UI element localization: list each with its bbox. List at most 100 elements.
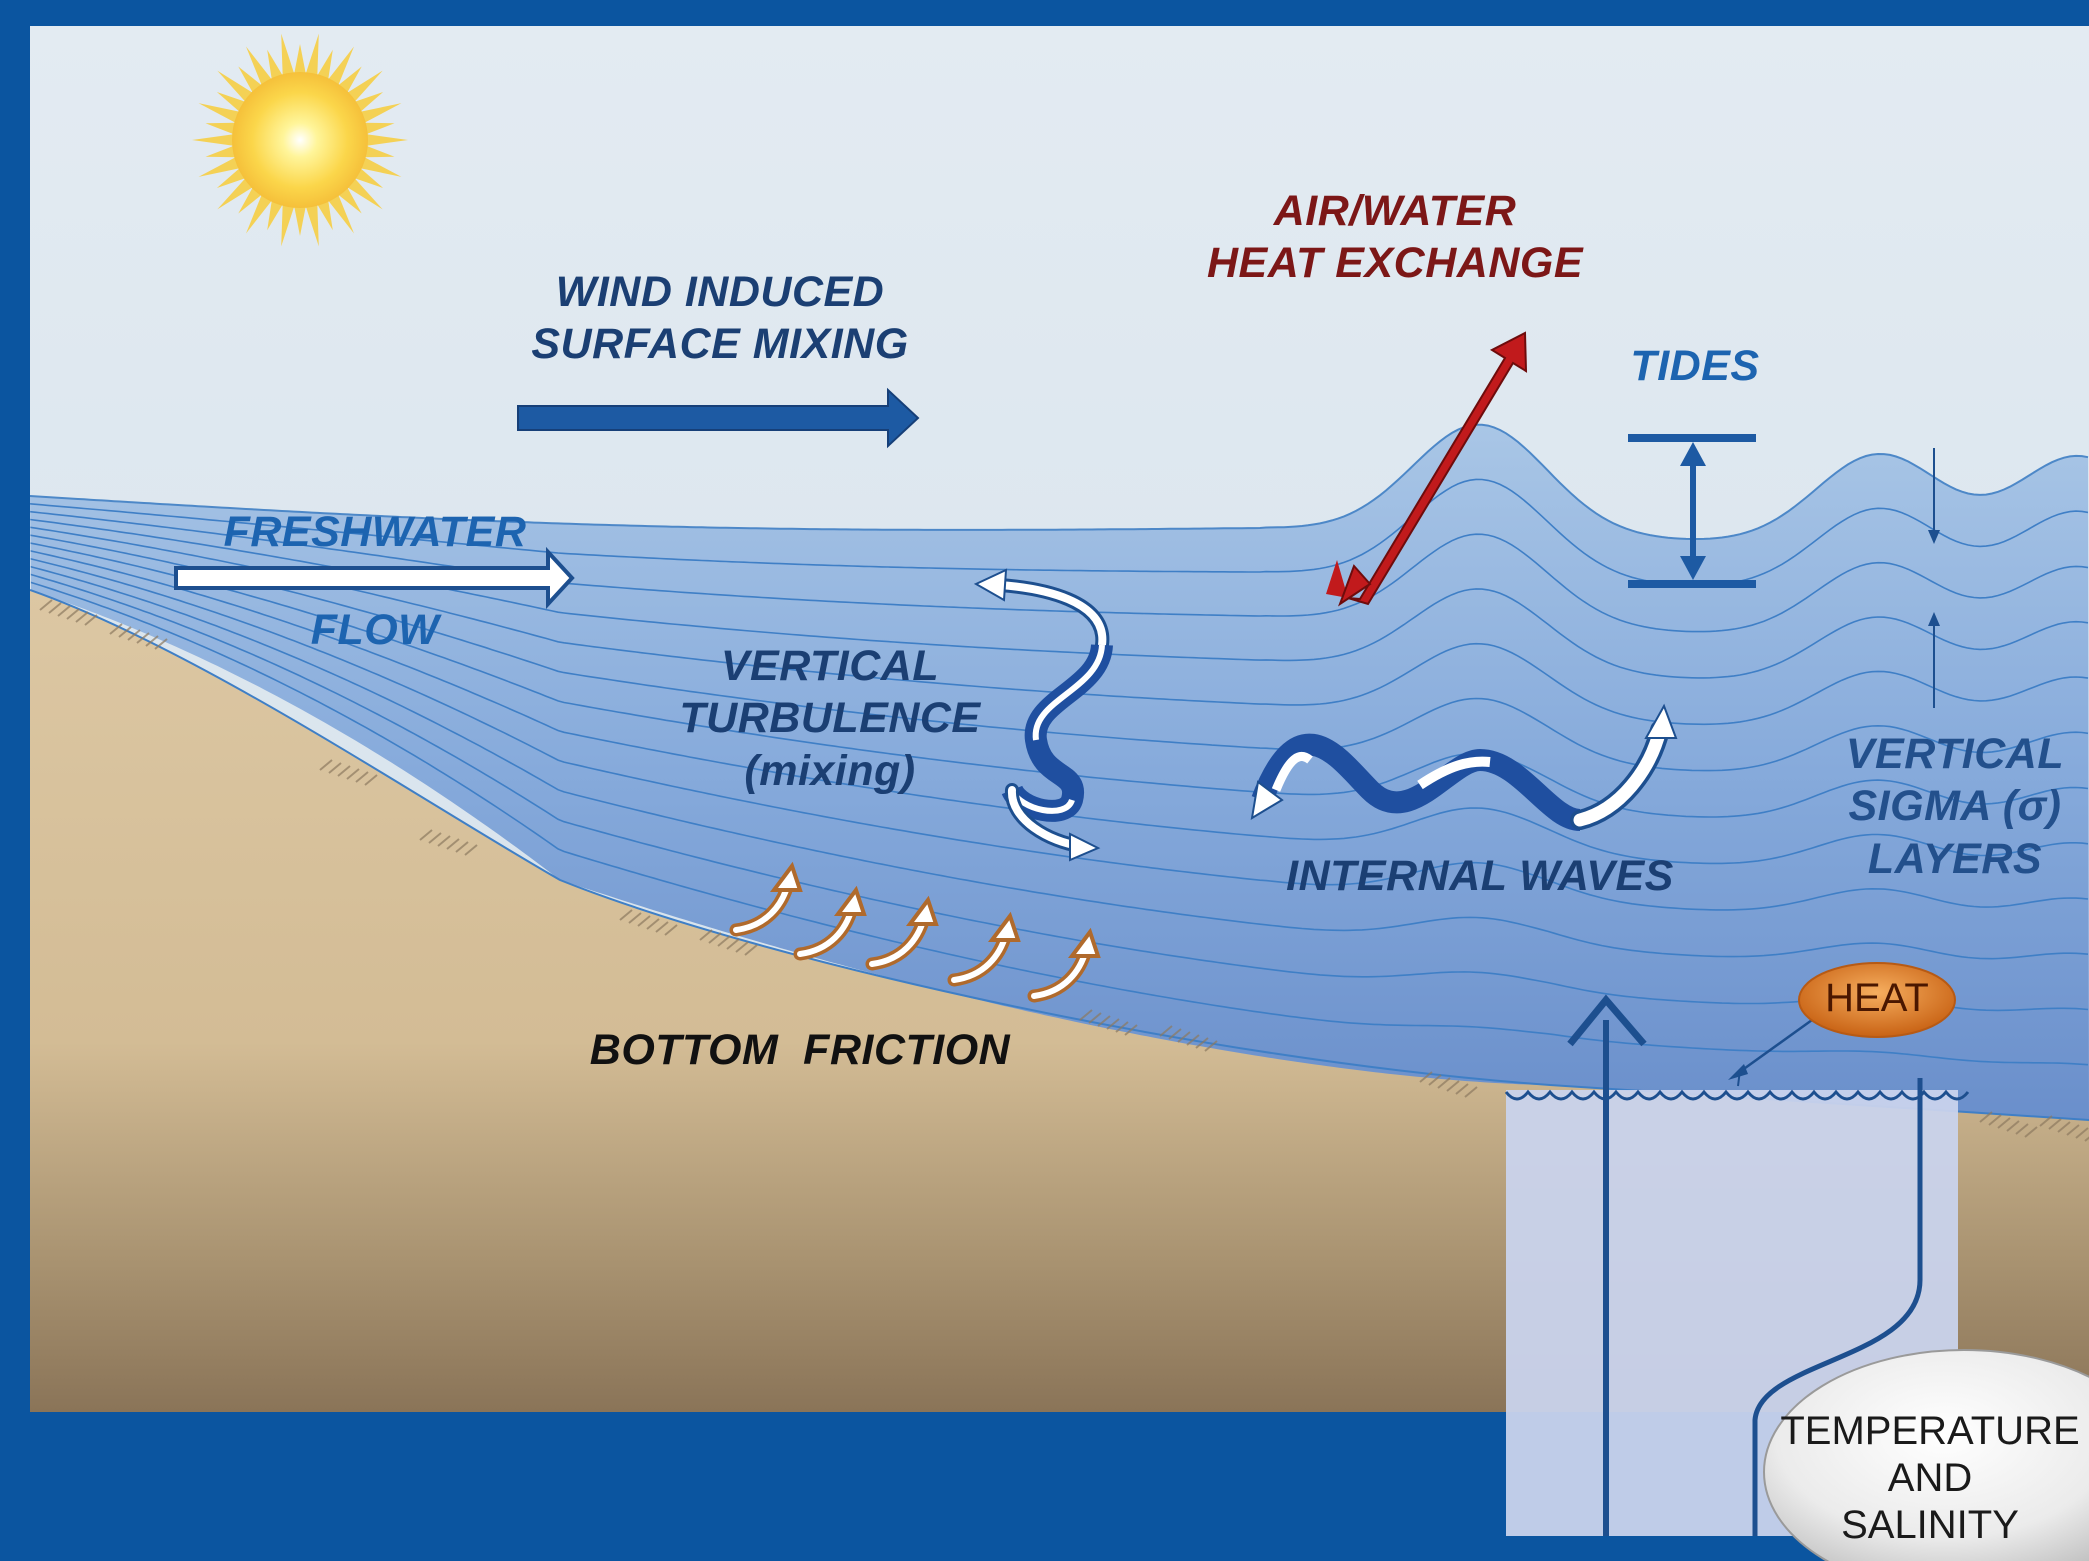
bottom-friction-label: BOTTOM FRICTION: [589, 1026, 1011, 1074]
hatch-mark: [2066, 1124, 2080, 1136]
freshwater-label: FRESHWATER: [223, 508, 527, 556]
hatch-mark: [1124, 1024, 1138, 1036]
hatch-mark: [1195, 1037, 1209, 1049]
sun-ray: [359, 156, 402, 177]
sun-ray: [327, 46, 354, 86]
hatch-mark: [1979, 1111, 1993, 1123]
sun-ray: [205, 145, 237, 158]
hatch-mark: [1186, 1034, 1200, 1046]
friction-arrow: [793, 885, 867, 961]
hatch-mark: [744, 944, 758, 956]
sigma-layers-label: VERTICAL SIGMA (σ) LAYERS: [1845, 730, 2065, 883]
sigma-layer-line: [30, 478, 2089, 587]
friction-arrow: [947, 911, 1021, 987]
sun-ray: [198, 103, 241, 124]
hatch-mark: [2048, 1118, 2062, 1130]
sun-ray: [354, 167, 384, 188]
sigma-layer-line: [30, 510, 2089, 633]
hatch-mark: [1446, 1080, 1460, 1092]
hatch-mark: [1464, 1086, 1478, 1098]
hatch-mark: [1115, 1021, 1129, 1033]
hatch-mark: [1997, 1117, 2011, 1129]
sun-ray: [238, 66, 263, 94]
seabed-line: [30, 589, 2089, 1121]
sun-ray: [238, 186, 263, 214]
sun-ray: [363, 122, 395, 135]
hatch-mark: [428, 832, 442, 844]
hatch-mark: [1437, 1077, 1451, 1089]
hatch-mark: [39, 599, 53, 611]
water-surface: [30, 423, 2089, 540]
temperature-salinity-badge: [1763, 1349, 2089, 1561]
sun-ray: [267, 199, 284, 231]
hatch-mark: [717, 935, 731, 947]
hatch-mark: [319, 759, 333, 771]
hatch-mark: [1097, 1015, 1111, 1027]
hatch-mark: [2006, 1120, 2020, 1132]
sun-ray: [305, 203, 319, 247]
sun-ray: [281, 203, 295, 247]
hatch-mark: [136, 632, 150, 644]
hatch-mark: [455, 841, 469, 853]
sigma-layer-line: [30, 573, 2089, 1012]
sun-ray: [316, 199, 333, 231]
turbulence-arrow-icon: [973, 568, 1113, 862]
sigma-arrows-icon: [1928, 448, 1940, 708]
hatch-mark: [708, 932, 722, 944]
hatch-mark: [1088, 1012, 1102, 1024]
sun-ray: [281, 33, 295, 77]
hatch-mark: [619, 909, 633, 921]
hatch-mark: [1079, 1009, 1093, 1021]
hatch-mark: [109, 623, 123, 635]
wind-arrow-icon: [517, 387, 920, 449]
hatch-mark: [118, 626, 132, 638]
sun-ray: [305, 33, 319, 77]
sigma-layer-line: [30, 557, 2089, 911]
sun-ray: [246, 46, 273, 86]
hatch-mark: [464, 844, 478, 856]
hatch-mark: [154, 638, 168, 650]
hatch-mark: [75, 611, 89, 623]
sun-ray: [192, 134, 235, 146]
sun-ray: [327, 194, 354, 234]
hatch-mark: [1106, 1018, 1120, 1030]
hatch-mark: [2075, 1127, 2089, 1139]
tides-label: TIDES: [1630, 342, 1760, 390]
hatch-mark: [328, 762, 342, 774]
hatch-mark: [1168, 1028, 1182, 1040]
hatch-mark: [735, 941, 749, 953]
seabed-hatching: [39, 599, 2089, 1142]
sun-ray: [294, 205, 306, 236]
hatch-mark: [1428, 1074, 1442, 1086]
friction-arrow: [729, 861, 803, 937]
hatch-mark: [346, 768, 360, 780]
hatch-mark: [1159, 1025, 1173, 1037]
sun-ray: [354, 92, 384, 113]
sun-ray: [316, 49, 333, 81]
hatch-mark: [127, 629, 141, 641]
sun-ray: [337, 66, 362, 94]
sun-ray: [216, 167, 246, 188]
internal-waves-label: INTERNAL WAVES: [1286, 852, 1674, 900]
hatch-mark: [419, 829, 433, 841]
hatch-mark: [84, 614, 98, 626]
hatch-mark: [628, 912, 642, 924]
hatch-mark: [699, 929, 713, 941]
heat-badge: [1798, 962, 1956, 1038]
sun-ray: [205, 122, 237, 135]
temperature-salinity-profile-icon: [1752, 1078, 1923, 1536]
sun-ray: [294, 44, 306, 75]
air-water-heat-exchange-label: AIR/WATER HEAT EXCHANGE: [1206, 187, 1583, 288]
hatch-mark: [2039, 1115, 2053, 1127]
hatch-mark: [2024, 1126, 2038, 1138]
tide-range-icon: [1628, 434, 1756, 588]
sun-ray: [216, 92, 246, 113]
hatch-mark: [1177, 1031, 1191, 1043]
sigma-layer-line: [30, 581, 2089, 1066]
sun-ray: [359, 103, 402, 124]
sun-ray: [337, 186, 362, 214]
hatch-mark: [57, 605, 71, 617]
hatch-mark: [655, 921, 669, 933]
hatch-mark: [437, 835, 451, 847]
profile-arrow-icon: [1567, 994, 1647, 1536]
